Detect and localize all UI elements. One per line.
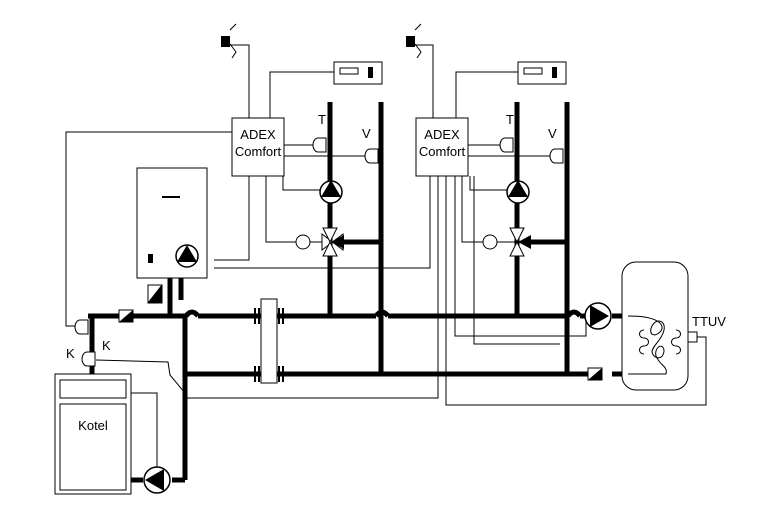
outdoor-sensor-1 [221,23,238,59]
pipes [88,102,628,483]
hot-water-tank: TTUV [621,261,726,391]
mixing-valve-1 [295,227,344,257]
sensor-k-1-label: K [66,346,75,361]
pump-tank [584,302,612,330]
sensor-t-1-label: T [318,112,326,127]
check-valve-return [587,367,603,381]
boiler-label: Kotel [78,418,108,433]
sensor-t-1: T [312,112,327,153]
controller-2: ADEX Comfort [415,117,469,177]
controller-2-label-line2: Comfort [419,144,466,159]
sensor-v-1: V [362,126,379,164]
mixing-valve-2 [482,227,531,257]
pump-circuit-2 [506,180,530,204]
sensor-t-2: T [499,112,514,153]
heater-meter [147,284,163,304]
check-valve-flow [118,309,134,323]
tank-sensor-label: TTUV [692,314,726,329]
pump-boiler [143,466,171,494]
sensor-k-1: K [66,319,89,361]
sensor-k-2: K [81,338,111,367]
sensor-t-2-label: T [506,112,514,127]
sensor-v-1-label: V [362,126,371,141]
pump-circuit-1 [319,180,343,204]
boiler: Kotel [54,373,132,495]
controller-1: ADEX Comfort [231,117,285,177]
outdoor-sensor-2 [406,23,422,59]
sensor-v-2: V [548,126,564,164]
sensor-v-2-label: V [548,126,557,141]
hydraulic-separator [254,298,284,384]
controller-1-label-line2: Comfort [235,144,282,159]
room-unit-1 [333,61,383,85]
sensor-k-2-label: K [102,338,111,353]
controller-2-label-line1: ADEX [424,127,460,142]
wall-heater [136,167,208,279]
room-unit-2 [517,61,567,85]
controller-1-label-line1: ADEX [240,127,276,142]
